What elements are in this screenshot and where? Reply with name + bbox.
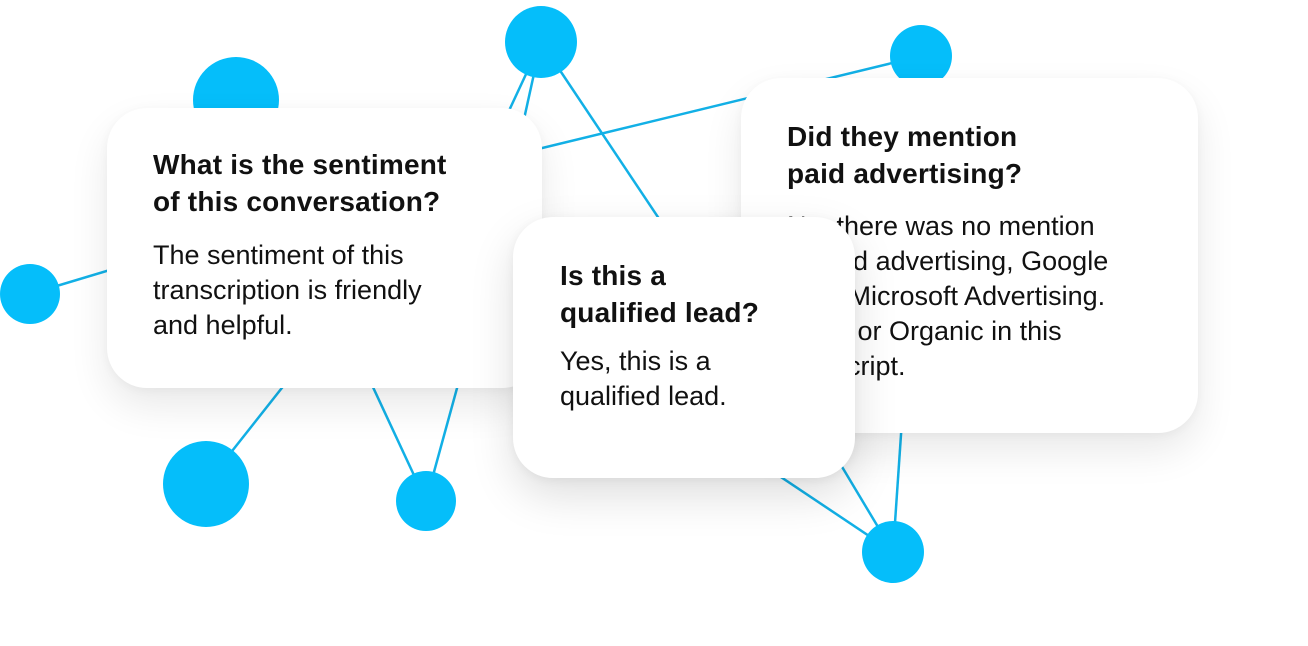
network-node — [163, 441, 249, 527]
qualified-lead-question: Is this a qualified lead? — [560, 260, 760, 328]
paid-advertising-question: Did they mention paid advertising? — [787, 121, 1023, 189]
network-node — [505, 6, 577, 78]
network-nodes — [0, 6, 952, 583]
network-node — [890, 25, 952, 87]
qualified-lead-card: Is this a qualified lead? Yes, this is a… — [513, 217, 855, 478]
qualified-lead-answer: Yes, this is a qualified lead. — [560, 346, 727, 411]
sentiment-question: What is the sentiment of this conversati… — [153, 149, 447, 217]
network-node — [0, 264, 60, 324]
paid-advertising-answer: No, there was no mention of paid adverti… — [787, 211, 1109, 381]
network-node — [862, 521, 924, 583]
network-node — [396, 471, 456, 531]
sentiment-answer: The sentiment of this transcription is f… — [153, 240, 422, 340]
sentiment-card: What is the sentiment of this conversati… — [107, 108, 542, 388]
